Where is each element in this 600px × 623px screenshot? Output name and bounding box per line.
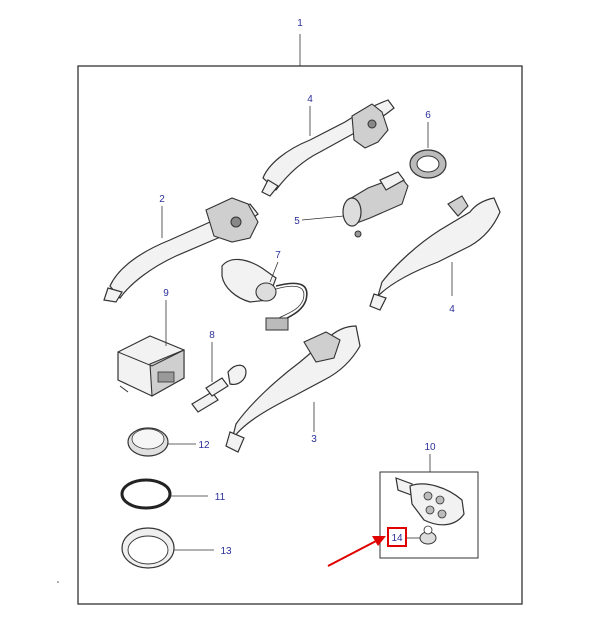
callout-6: 6 xyxy=(425,110,431,121)
part-3-handle-bottom xyxy=(225,325,361,453)
part-5-lock-cylinder xyxy=(342,171,409,238)
leader-5 xyxy=(301,215,345,221)
callout-3: 3 xyxy=(311,434,317,445)
callout-5: 5 xyxy=(294,216,300,227)
callout-10: 10 xyxy=(424,442,436,453)
part-9-module xyxy=(117,335,185,397)
callout-4-top: 4 xyxy=(307,94,313,105)
part-8-key-blade xyxy=(191,364,247,413)
stray-mark xyxy=(57,581,59,583)
part-12-seal xyxy=(127,427,169,457)
callout-4-right: 4 xyxy=(449,304,455,315)
callout-8: 8 xyxy=(209,330,215,341)
callout-14: 14 xyxy=(391,533,403,544)
leader-7 xyxy=(269,261,279,283)
callout-7: 7 xyxy=(275,250,281,261)
part-11-o-ring xyxy=(120,478,172,510)
part-6-ring xyxy=(409,149,447,179)
callout-1: 1 xyxy=(297,18,303,29)
callout-9: 9 xyxy=(163,288,169,299)
part-10-key-fob xyxy=(395,477,465,526)
part-14-battery xyxy=(419,525,437,545)
part-10-key-fob-box xyxy=(379,471,479,559)
part-4-handle-top xyxy=(261,99,395,197)
red-arrow xyxy=(327,536,386,567)
part-13-bezel xyxy=(121,527,175,569)
callout-11: 11 xyxy=(215,492,226,503)
callout-13: 13 xyxy=(220,546,232,557)
highlight-box-14 xyxy=(387,527,407,547)
callout-12: 12 xyxy=(198,440,210,451)
callout-2: 2 xyxy=(159,194,165,205)
part-7-switch-harness xyxy=(221,258,308,331)
part-2-handle-left xyxy=(103,197,259,303)
part-4-handle-right xyxy=(369,195,501,311)
